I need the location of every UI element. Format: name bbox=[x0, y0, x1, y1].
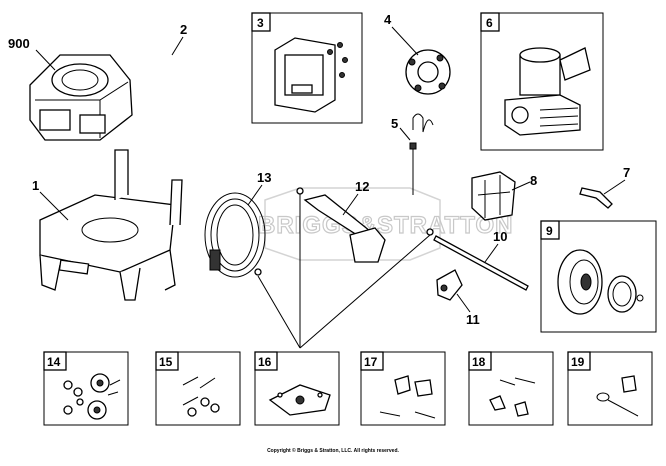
part-3-panel[interactable] bbox=[274, 37, 348, 113]
box-9[interactable] bbox=[540, 220, 657, 333]
part-9-wheel[interactable] bbox=[557, 249, 644, 315]
box-17[interactable]: 17 bbox=[360, 351, 446, 426]
callout-5: 5 bbox=[391, 116, 398, 131]
callout-11: 11 bbox=[466, 312, 480, 327]
leader-lines-16 bbox=[257, 194, 431, 349]
part-900-engine[interactable] bbox=[29, 54, 133, 141]
box-18[interactable]: 18 bbox=[468, 351, 554, 426]
part-11-nozzle[interactable] bbox=[436, 269, 463, 301]
callout-900: 900 bbox=[8, 36, 30, 51]
part-13-hose[interactable] bbox=[204, 192, 266, 278]
callout-8: 8 bbox=[530, 173, 537, 188]
callout-2: 2 bbox=[180, 22, 187, 37]
copyright-text: Copyright © Briggs & Stratton, LLC. All … bbox=[267, 448, 399, 454]
box-label-18: 18 bbox=[472, 355, 486, 369]
box-label-14: 14 bbox=[47, 355, 61, 369]
box-15[interactable]: 15 bbox=[155, 351, 241, 426]
box-6[interactable] bbox=[480, 12, 604, 151]
callout-10: 10 bbox=[493, 229, 507, 244]
part-12-spray-gun[interactable] bbox=[296, 187, 386, 263]
callout-4: 4 bbox=[384, 12, 392, 27]
box-14[interactable]: 14 bbox=[43, 351, 129, 426]
box-label-3: 3 bbox=[257, 16, 264, 30]
box-label-6: 6 bbox=[486, 16, 493, 30]
part-5-dipstick[interactable] bbox=[409, 113, 434, 195]
callout-7: 7 bbox=[623, 165, 630, 180]
svg-text:BRIGGS&STRATTON: BRIGGS&STRATTON bbox=[258, 212, 513, 239]
box-label-9: 9 bbox=[546, 224, 553, 238]
callout-12: 12 bbox=[355, 179, 369, 194]
box-label-19: 19 bbox=[571, 355, 585, 369]
part-8-holder[interactable] bbox=[471, 171, 516, 221]
callout-13: 13 bbox=[257, 170, 271, 185]
part-2-handle[interactable] bbox=[148, 52, 212, 176]
box-label-17: 17 bbox=[364, 355, 378, 369]
part-6-pump[interactable] bbox=[504, 47, 591, 136]
box-16[interactable]: 16 bbox=[254, 351, 340, 426]
box-label-15: 15 bbox=[159, 355, 173, 369]
part-10-wand[interactable] bbox=[426, 228, 529, 291]
box-3[interactable] bbox=[251, 12, 363, 124]
part-1-frame[interactable] bbox=[39, 149, 183, 301]
box-label-16: 16 bbox=[258, 355, 272, 369]
part-7-fitting[interactable] bbox=[579, 187, 613, 209]
callout-1: 1 bbox=[32, 178, 39, 193]
box-19[interactable]: 19 bbox=[567, 351, 653, 426]
part-4-flange[interactable] bbox=[405, 49, 451, 95]
